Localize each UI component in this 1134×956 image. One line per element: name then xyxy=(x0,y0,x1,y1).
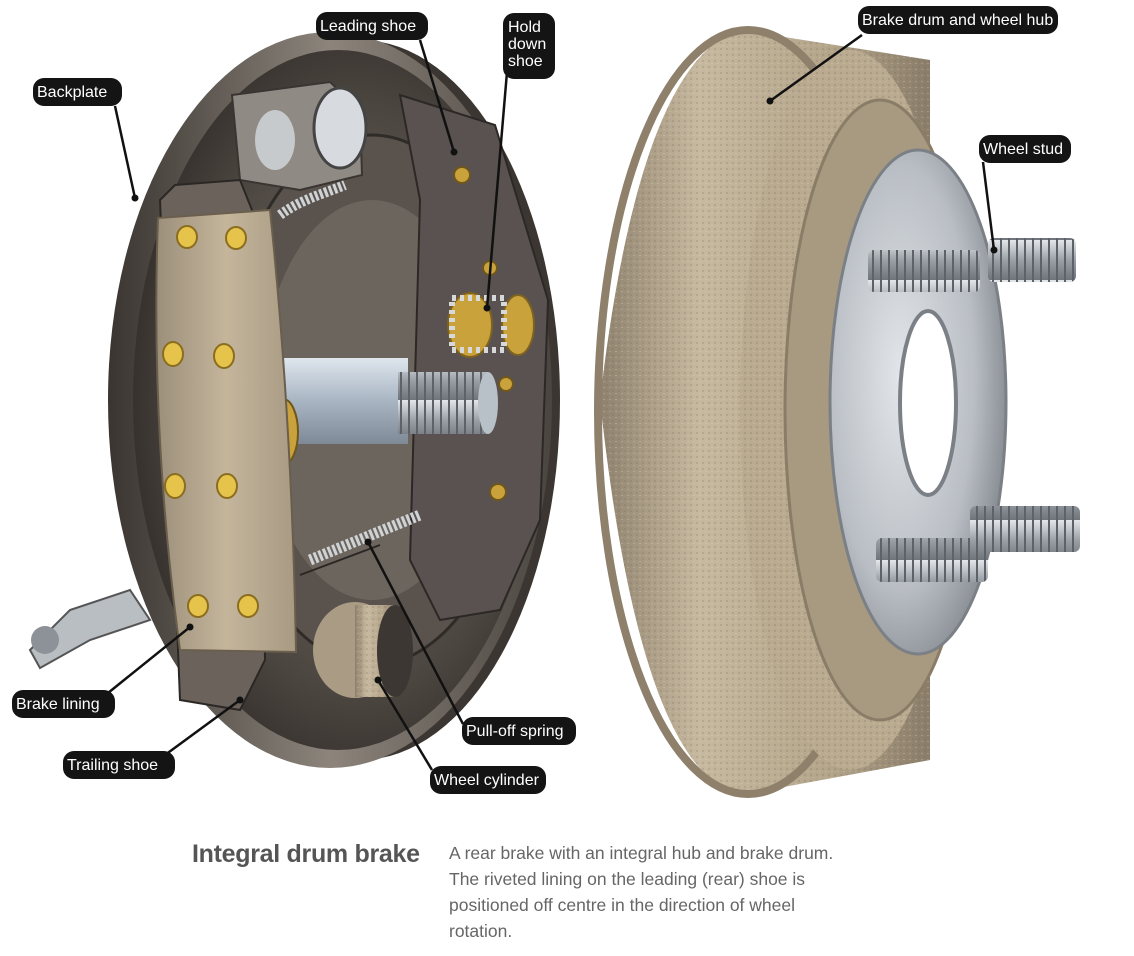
wheel-cylinder xyxy=(313,602,413,698)
lining-rivets xyxy=(162,225,259,618)
brake-drum xyxy=(594,26,1080,798)
leader-brake-drum xyxy=(769,33,863,103)
wheel-studs xyxy=(868,238,1080,582)
adjuster-tappet xyxy=(255,110,295,170)
wheel-stud xyxy=(876,538,988,582)
caption-body: A rear brake with an integral hub and br… xyxy=(449,840,869,944)
leader-trailing-shoe xyxy=(164,698,241,757)
leader-wheel-cylinder xyxy=(376,679,434,771)
label-pull-off-spring: Pull-off spring xyxy=(462,717,576,745)
drum-brake-illustration xyxy=(28,26,1080,798)
leader-leading-shoe xyxy=(418,39,456,153)
leader-wheel-stud xyxy=(981,161,996,251)
hold-down-spring xyxy=(447,292,535,358)
label-hold-down-line: down xyxy=(508,36,547,53)
label-hold-down-shoe: Hold down shoe xyxy=(503,13,555,79)
caption-title: Integral drum brake xyxy=(192,840,420,868)
caption-line: The riveted lining on the leading (rear)… xyxy=(449,869,806,889)
diagram-stage xyxy=(28,26,1080,798)
label-hold-down-line: Hold xyxy=(508,19,541,36)
handbrake-cable xyxy=(28,588,152,670)
spring-hook xyxy=(299,544,381,576)
caption-line: positioned off centre in the direction o… xyxy=(449,895,796,915)
label-backplate: Backplate xyxy=(33,78,122,106)
label-brake-lining: Brake lining xyxy=(12,690,115,718)
label-wheel-cylinder: Wheel cylinder xyxy=(430,766,546,794)
leader-lines xyxy=(107,33,996,771)
label-hold-down-line: shoe xyxy=(508,53,543,70)
adjuster-bolt xyxy=(312,86,368,170)
leader-brake-lining xyxy=(107,626,191,694)
leader-dots xyxy=(131,97,998,704)
wheel-stud xyxy=(868,250,980,292)
label-wheel-stud: Wheel stud xyxy=(979,135,1071,163)
wheel-stud xyxy=(970,506,1080,552)
leader-hold-down xyxy=(485,71,509,309)
caption-line: A rear brake with an integral hub and br… xyxy=(449,843,834,863)
label-brake-drum-hub: Brake drum and wheel hub xyxy=(858,6,1058,34)
hub-center-bore xyxy=(898,309,958,497)
top-return-spring xyxy=(277,180,347,220)
label-trailing-shoe: Trailing shoe xyxy=(63,751,175,779)
brake-assembly xyxy=(28,32,560,768)
label-leading-shoe: Leading shoe xyxy=(316,12,428,40)
leader-backplate xyxy=(113,105,137,199)
axle-shaft xyxy=(267,358,498,466)
wheel-stud xyxy=(988,238,1076,282)
brake-lining xyxy=(155,208,298,654)
caption-line: rotation. xyxy=(449,921,513,941)
leader-pull-off-spring xyxy=(366,541,465,725)
